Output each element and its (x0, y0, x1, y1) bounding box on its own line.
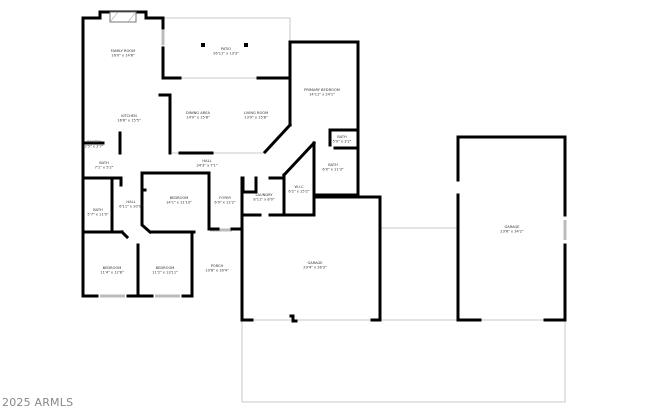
fireplace-icon (109, 11, 137, 23)
windows (81, 30, 567, 298)
post-icon (201, 43, 205, 47)
thin-outlines (162, 17, 566, 403)
watermark: 2025 ARMLS (2, 396, 74, 409)
driveway-outline (241, 320, 566, 403)
post-icon (244, 43, 248, 47)
walls (81, 10, 567, 323)
